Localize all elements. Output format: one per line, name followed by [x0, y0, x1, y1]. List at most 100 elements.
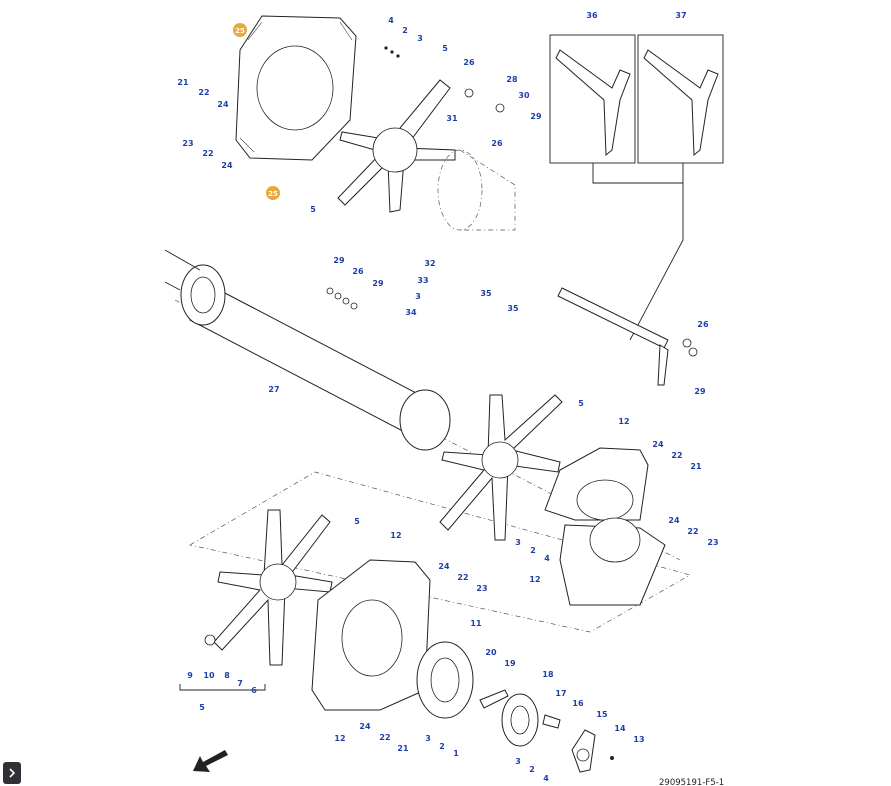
callout-33[interactable]: 33 — [417, 276, 428, 285]
callout-28[interactable]: 28 — [506, 75, 518, 84]
callout-24[interactable]: 24 — [359, 722, 371, 731]
callout-35[interactable]: 35 — [507, 304, 519, 313]
callout-24[interactable]: 24 — [217, 100, 229, 109]
callout-22[interactable]: 22 — [202, 149, 213, 158]
callout-22[interactable]: 22 — [671, 451, 682, 460]
callout-25[interactable]: 25 — [268, 190, 278, 198]
callout-4[interactable]: 4 — [388, 16, 394, 25]
callout-12[interactable]: 12 — [529, 575, 540, 584]
callout-26[interactable]: 26 — [352, 267, 364, 276]
main-tube — [164, 249, 451, 451]
callout-2[interactable]: 2 — [439, 742, 445, 751]
callout-29[interactable]: 29 — [333, 256, 345, 265]
arm-36 — [555, 49, 631, 157]
callout-4[interactable]: 4 — [544, 554, 550, 563]
callout-22[interactable]: 22 — [687, 527, 698, 536]
spider-star-bottom — [213, 509, 333, 666]
callout-27[interactable]: 27 — [268, 385, 279, 394]
callout-7[interactable]: 7 — [237, 679, 243, 688]
callout-17[interactable]: 17 — [555, 689, 566, 698]
callout-14[interactable]: 14 — [614, 724, 626, 733]
side-plate-bottom — [311, 559, 431, 711]
hardware-bits — [204, 46, 698, 760]
callout-26[interactable]: 26 — [491, 139, 503, 148]
callout-36[interactable]: 36 — [586, 11, 598, 20]
callout-5[interactable]: 5 — [578, 399, 584, 408]
callout-23[interactable]: 23 — [476, 584, 487, 593]
arm-37 — [643, 49, 719, 157]
callout-34[interactable]: 34 — [405, 308, 417, 317]
leader-group-36-37 — [592, 163, 684, 341]
callout-29[interactable]: 29 — [372, 279, 384, 288]
callout-24[interactable]: 24 — [221, 161, 233, 170]
expand-panel-button[interactable] — [3, 762, 21, 784]
callout-22[interactable]: 22 — [457, 573, 468, 582]
drawing-reference: 29095191-F5-1 — [659, 778, 724, 786]
callout-22[interactable]: 22 — [198, 88, 209, 97]
callout-29[interactable]: 29 — [694, 387, 706, 396]
lever — [479, 689, 509, 709]
callout-12[interactable]: 12 — [390, 531, 401, 540]
callout-5[interactable]: 5 — [310, 205, 316, 214]
callout-5[interactable]: 5 — [199, 703, 205, 712]
callout-highlight-25[interactable] — [266, 186, 280, 200]
callout-6[interactable]: 6 — [251, 686, 257, 695]
callout-3[interactable]: 3 — [515, 538, 521, 547]
bearing-disc — [501, 693, 539, 747]
callout-5[interactable]: 5 — [354, 517, 360, 526]
callout-31[interactable]: 31 — [446, 114, 458, 123]
callout-35[interactable]: 35 — [480, 289, 492, 298]
assembly-envelope — [189, 471, 691, 633]
callout-8[interactable]: 8 — [224, 671, 230, 680]
callout-4[interactable]: 4 — [543, 774, 549, 783]
callout-21[interactable]: 21 — [690, 462, 702, 471]
callout-12[interactable]: 12 — [334, 734, 345, 743]
callout-3[interactable]: 3 — [515, 757, 521, 766]
callout-1[interactable]: 1 — [453, 749, 459, 758]
callout-24[interactable]: 24 — [438, 562, 450, 571]
chevron-right-icon — [9, 768, 16, 778]
callout-10[interactable]: 10 — [203, 671, 215, 680]
callout-12[interactable]: 12 — [618, 417, 629, 426]
callout-2[interactable]: 2 — [530, 546, 536, 555]
callout-16[interactable]: 16 — [572, 699, 584, 708]
callout-29[interactable]: 29 — [530, 112, 542, 121]
flange-disc — [416, 641, 474, 719]
callout-30[interactable]: 30 — [518, 91, 530, 100]
callout-9[interactable]: 9 — [187, 671, 193, 680]
crank-arm — [571, 729, 596, 773]
hub-ghost — [437, 149, 516, 231]
callout-3[interactable]: 3 — [417, 34, 423, 43]
callout-19[interactable]: 19 — [504, 659, 516, 668]
callout-26[interactable]: 26 — [463, 58, 475, 67]
callout-23[interactable]: 23 — [182, 139, 193, 148]
side-plate-top — [235, 15, 357, 161]
callout-15[interactable]: 15 — [596, 710, 608, 719]
callout-3[interactable]: 3 — [415, 292, 421, 301]
side-plate-mid-upper — [544, 447, 649, 521]
callout-21[interactable]: 21 — [397, 744, 409, 753]
callout-13[interactable]: 13 — [633, 735, 644, 744]
callout-26[interactable]: 26 — [697, 320, 709, 329]
callout-20[interactable]: 20 — [485, 648, 497, 657]
callout-25[interactable]: 25 — [235, 27, 245, 35]
callout-11[interactable]: 11 — [470, 619, 482, 628]
callout-24[interactable]: 24 — [668, 516, 680, 525]
callout-37[interactable]: 37 — [675, 11, 686, 20]
callout-2[interactable]: 2 — [529, 765, 535, 774]
callout-2[interactable]: 2 — [402, 26, 408, 35]
callout-24[interactable]: 24 — [652, 440, 664, 449]
callout-23[interactable]: 23 — [707, 538, 718, 547]
callout-32[interactable]: 32 — [424, 259, 435, 268]
side-plate-mid-lower — [559, 517, 666, 606]
callout-3[interactable]: 3 — [425, 734, 431, 743]
bushing — [542, 714, 561, 729]
callout-5[interactable]: 5 — [442, 44, 448, 53]
callout-18[interactable]: 18 — [542, 670, 554, 679]
callout-22[interactable]: 22 — [379, 733, 390, 742]
callout-highlight-25[interactable] — [233, 23, 247, 37]
spider-star-mid — [439, 394, 563, 541]
callout-21[interactable]: 21 — [177, 78, 189, 87]
